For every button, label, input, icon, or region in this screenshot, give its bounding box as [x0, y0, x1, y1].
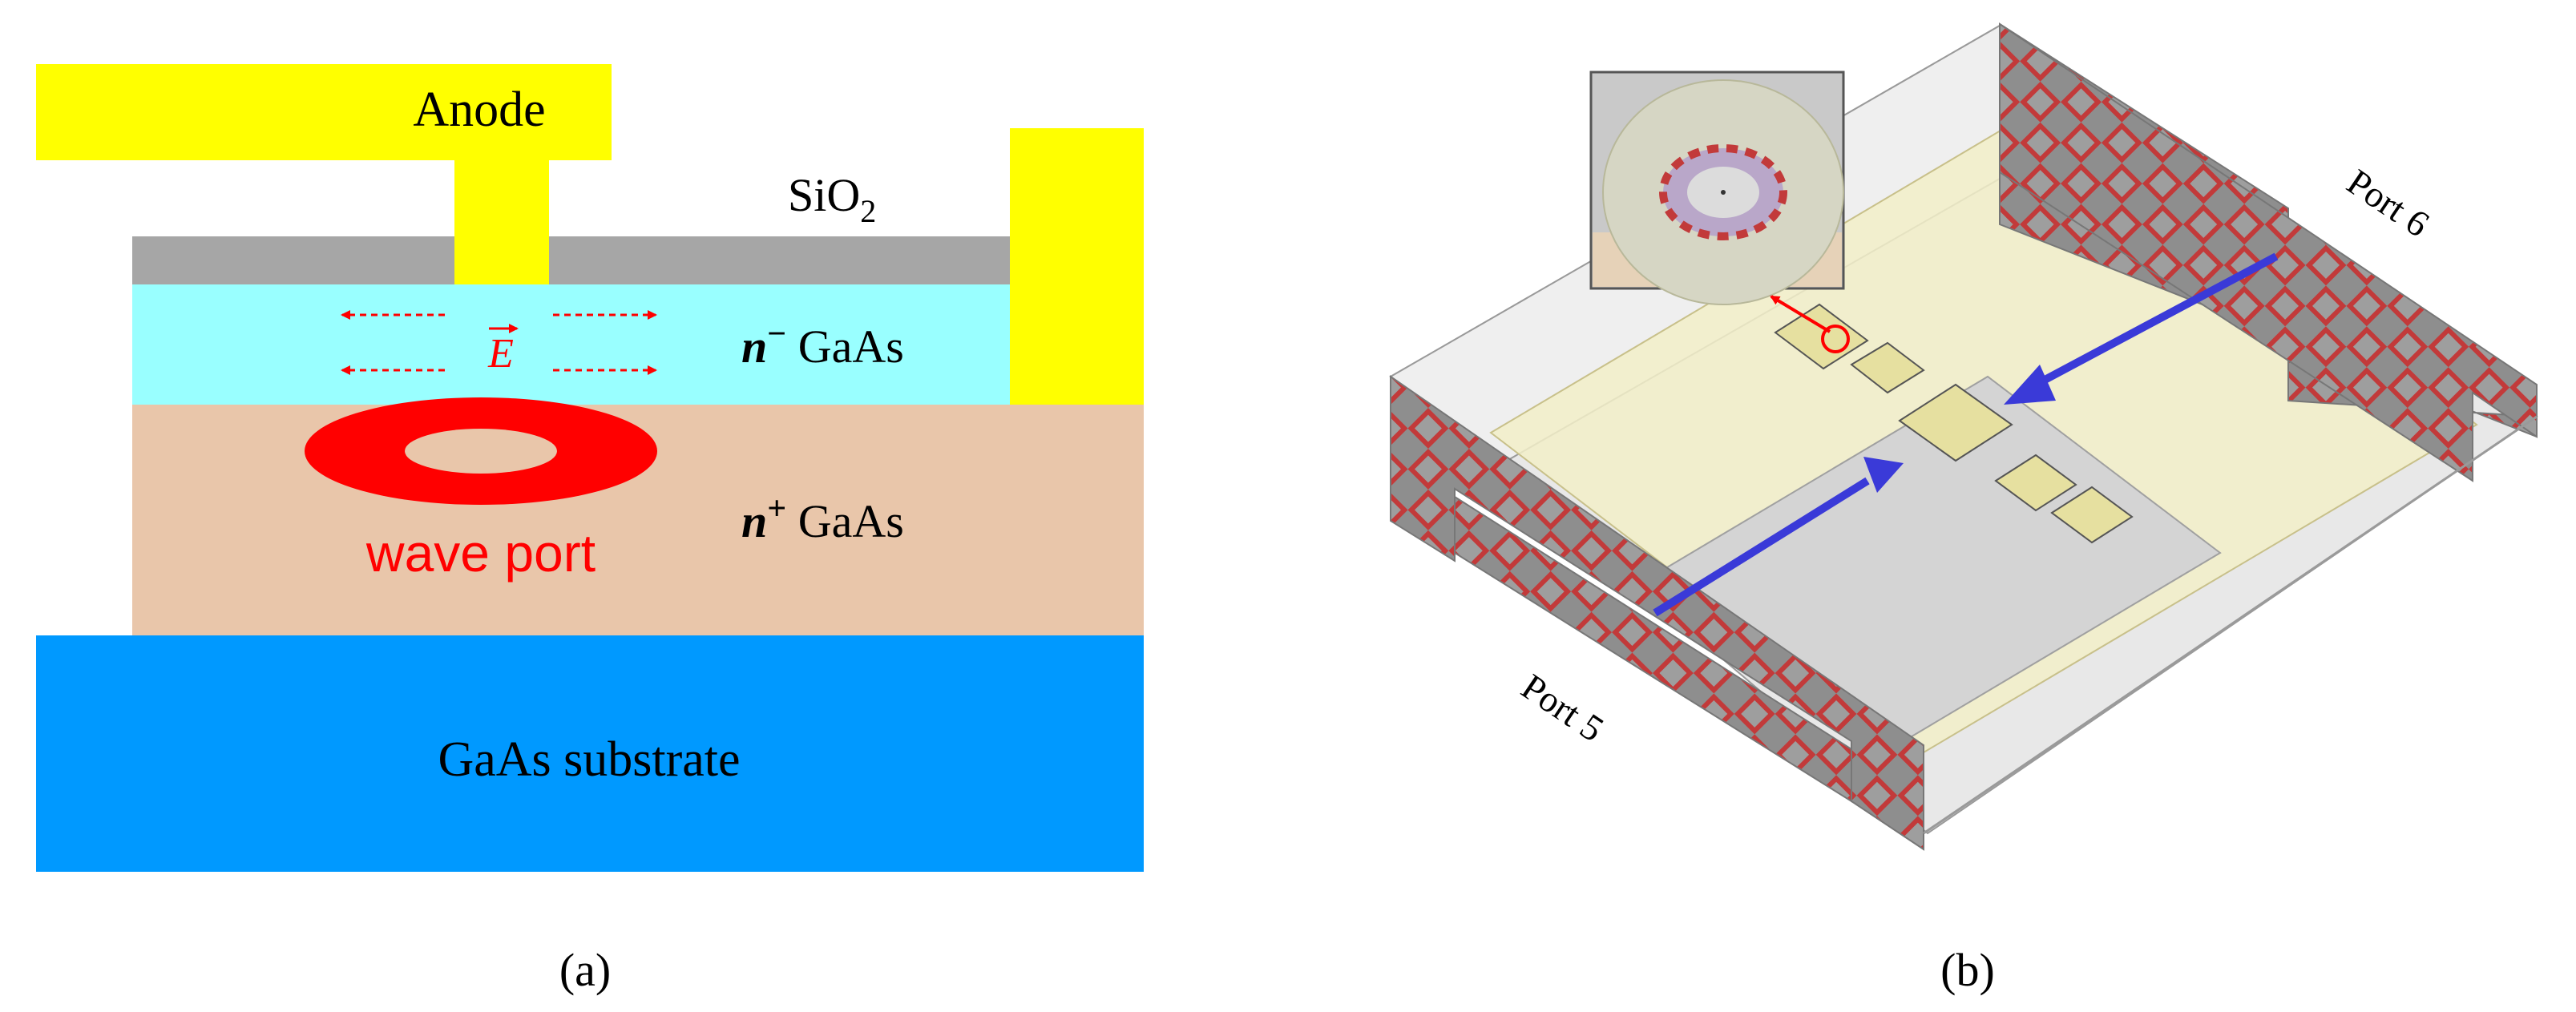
caption-a: (a)	[559, 944, 611, 996]
gaas-substrate-layer	[36, 635, 1144, 872]
zoom-pointer	[1770, 295, 1831, 333]
port6-wall-face	[1999, 22, 2538, 482]
n-minus-material: GaAs	[786, 321, 904, 373]
floor-edge	[1923, 415, 2538, 835]
wave-port-hole	[405, 429, 557, 474]
n-plus-gaas-label: n+ GaAs	[741, 490, 904, 547]
n-minus-gaas-layer	[132, 284, 1010, 405]
n-minus-superscript: −	[767, 316, 786, 353]
n-plus-material: GaAs	[786, 495, 904, 547]
n-plus-superscript: +	[767, 490, 786, 527]
panel-b: Port 6 Port 5 (b)	[1389, 22, 2538, 996]
field-label: E	[487, 331, 514, 377]
sio2-label-base: SiO	[788, 169, 860, 221]
cathode-contact	[1010, 128, 1144, 405]
sio2-label-subscript: 2	[860, 193, 876, 229]
wave-port-label: wave port	[365, 523, 596, 583]
anode-contact-stem	[454, 156, 549, 284]
zoom-inset	[1589, 71, 1845, 305]
pad-right-a	[1994, 454, 2077, 512]
sio2-layer	[132, 236, 1010, 284]
pad-left-b	[1850, 341, 1925, 394]
pad-center	[1898, 383, 2013, 462]
port5-arrow-shaft	[1653, 477, 1870, 617]
anode-contact-bar	[36, 64, 612, 160]
zoom-target-circle	[1821, 325, 1850, 353]
diode-chain	[1774, 303, 2134, 544]
port6-arrow-head	[2004, 365, 2056, 405]
port6-arrow-shaft	[2033, 252, 2279, 389]
sio2-label: SiO2	[788, 169, 876, 229]
port6-label: Port 6	[2340, 161, 2437, 244]
port5-label: Port 5	[1514, 666, 1611, 749]
inset-center-dot	[1721, 190, 1726, 195]
port5-wall-lower	[1454, 495, 1852, 803]
n-minus-gaas-label: n− GaAs	[741, 316, 904, 373]
pad-right-b	[2050, 486, 2134, 544]
substrate-label: GaAs substrate	[438, 732, 740, 787]
n-plus-symbol: n	[741, 495, 767, 547]
caption-b: (b)	[1940, 944, 1995, 996]
n-minus-symbol: n	[741, 321, 767, 373]
panel-a: E Anode SiO2 n− GaAs n+ GaAs wave port G…	[36, 64, 1144, 996]
anode-label: Anode	[413, 83, 545, 137]
port5-arrow-head	[1863, 457, 1904, 493]
